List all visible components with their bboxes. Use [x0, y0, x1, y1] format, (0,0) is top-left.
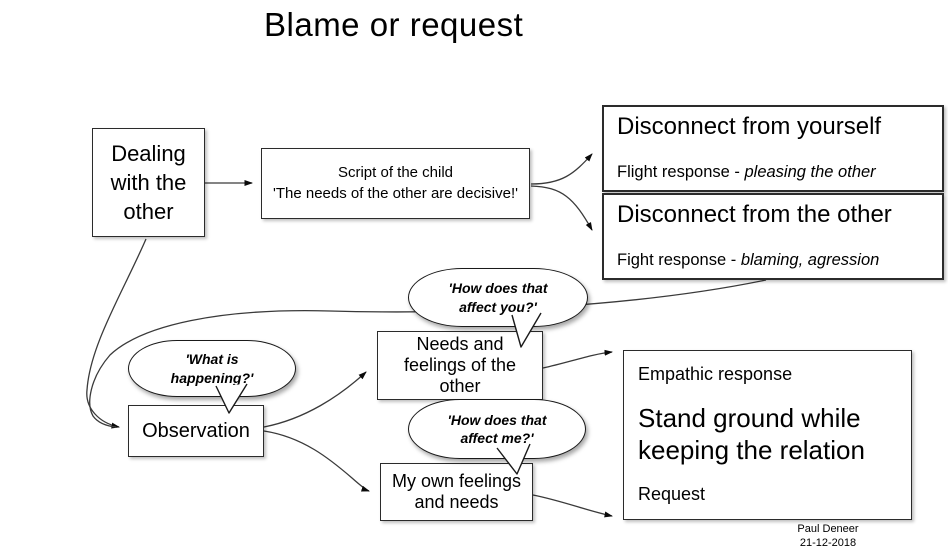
disconnect-self-subtitle: Flight response - pleasing the other	[617, 163, 929, 181]
disconnect-self-response-italic: pleasing the other	[744, 162, 876, 181]
empathic-response-label: Empathic response	[638, 364, 793, 384]
own-feelings-label: My own feelings and needs	[391, 470, 522, 512]
script-title-label: Script of the child	[337, 164, 454, 182]
speech-bubble-affect-you: 'How does that affect you?'	[408, 268, 588, 327]
what-happening-text: 'What is happening?'	[170, 351, 254, 386]
script-quote-label: 'The needs of the other are decisive!'	[272, 184, 519, 202]
empathic-response-box: Empathic response Stand ground while kee…	[623, 350, 912, 520]
own-feelings-box: My own feelings and needs	[380, 463, 533, 521]
disconnect-self-title: Disconnect from yourself	[617, 113, 882, 140]
credit-name: Paul Deneer	[797, 523, 859, 535]
disconnect-other-box: Disconnect from the other Fight response…	[602, 193, 944, 280]
affect-me-text: 'How does that affect me?'	[447, 411, 547, 446]
script-box: Script of the child 'The needs of the ot…	[261, 148, 530, 219]
dealing-label: Dealing with the other	[110, 140, 187, 225]
affect-you-text: 'How does that affect you?'	[448, 280, 548, 315]
disconnect-other-title: Disconnect from the other	[617, 201, 892, 228]
diagram-title: Blame or request	[264, 6, 524, 43]
request-label: Request	[638, 484, 706, 504]
disconnect-self-box: Disconnect from yourself Flight response…	[602, 105, 944, 192]
edge-dealing-observation	[86, 238, 147, 429]
edge-own-empathic	[532, 494, 613, 518]
dealing-box: Dealing with the other	[92, 128, 205, 237]
speech-bubble-affect-me: 'How does that affect me?'	[408, 399, 586, 459]
disconnect-self-response-prefix: Flight response -	[617, 162, 745, 181]
disconnect-other-subtitle: Fight response - blaming, agression	[617, 251, 929, 269]
edge-observation-own	[263, 430, 370, 492]
edge-needs-empathic	[542, 349, 613, 369]
needs-of-other-box: Needs and feelings of the other	[377, 331, 543, 400]
credit-date: 21-12-2018	[799, 536, 857, 549]
edge-script-disconnect-self	[530, 153, 593, 185]
observation-box: Observation	[128, 405, 264, 457]
credit: Paul Deneer 21-12-2018	[768, 523, 888, 551]
edge-script-disconnect-other	[530, 185, 593, 231]
needs-of-other-label: Needs and feelings of the other	[403, 333, 517, 397]
disconnect-other-response-italic: blaming, agression	[740, 250, 880, 269]
disconnect-other-response-prefix: Fight response -	[617, 250, 741, 269]
stand-ground-label: Stand ground while keeping the relation	[638, 402, 865, 465]
speech-bubble-what-happening: 'What is happening?'	[128, 340, 296, 397]
observation-label: Observation	[142, 419, 250, 442]
